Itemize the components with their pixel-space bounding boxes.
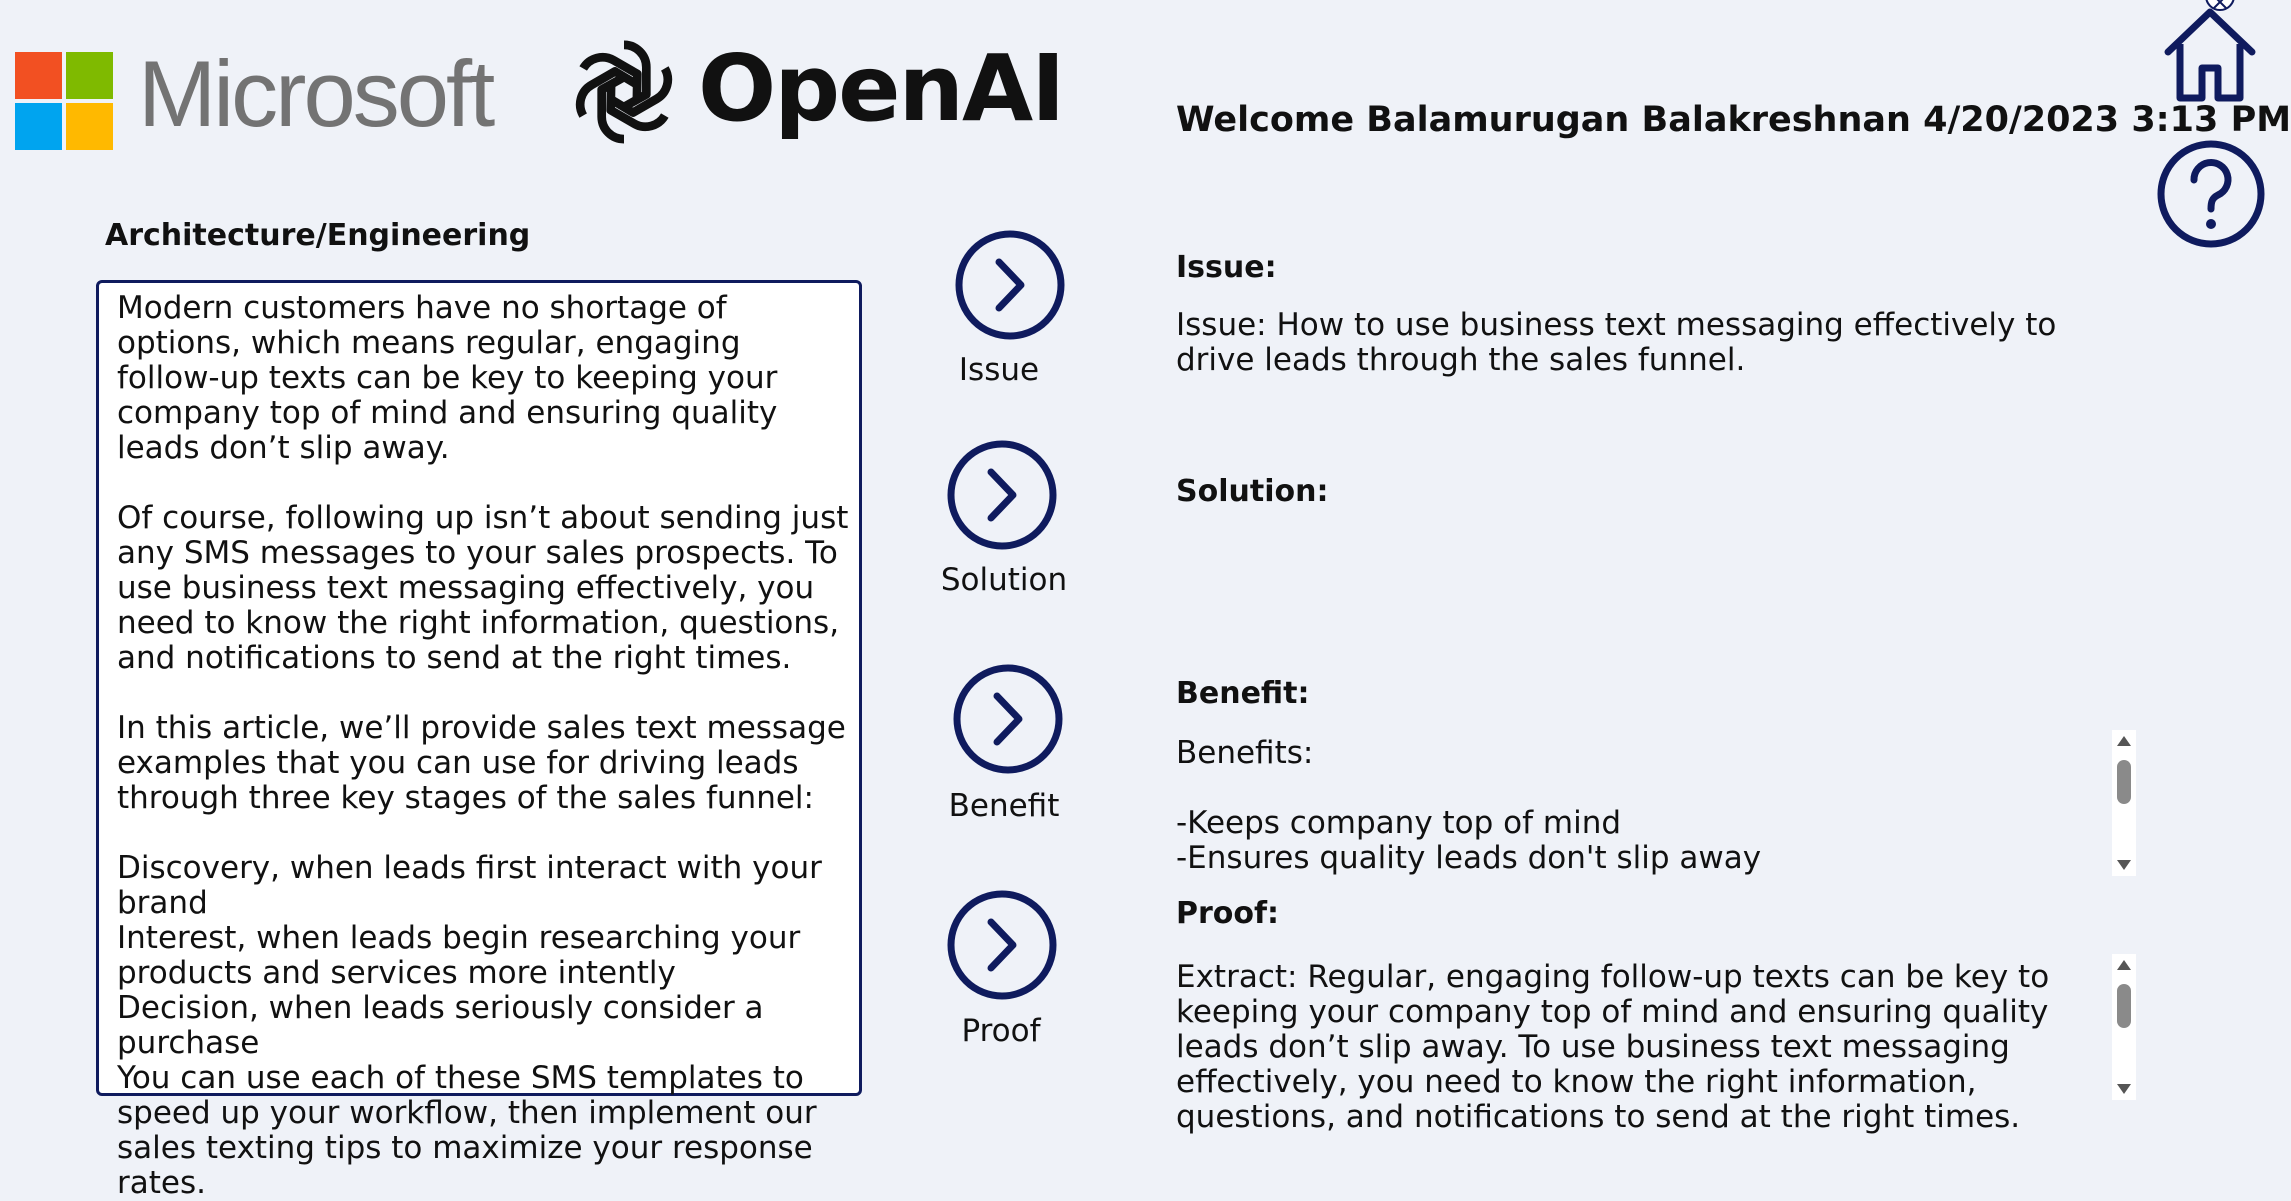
- scroll-down-icon[interactable]: [2117, 1084, 2131, 1094]
- scroll-up-icon[interactable]: [2117, 736, 2131, 746]
- proof-output: Extract: Regular, engaging follow-up tex…: [1176, 959, 2060, 1135]
- issue-title: Issue:: [1176, 250, 1277, 285]
- issue-output: Issue: How to use business text messagin…: [1176, 307, 2067, 378]
- scroll-down-icon[interactable]: [2117, 860, 2131, 870]
- benefit-button[interactable]: [953, 664, 1063, 774]
- scrollbar-thumb[interactable]: [2117, 984, 2131, 1028]
- microsoft-wordmark: Microsoft: [138, 41, 495, 146]
- ms-logo-blue-square: [15, 103, 62, 150]
- close-icon[interactable]: [2200, 0, 2240, 14]
- ms-logo-red-square: [15, 52, 62, 99]
- ms-logo-yellow-square: [66, 103, 113, 150]
- chevron-right-icon: [987, 918, 1017, 972]
- proof-title: Proof:: [1176, 896, 1280, 931]
- openai-wordmark: OpenAI: [698, 35, 1065, 142]
- microsoft-logo: [15, 52, 113, 150]
- chevron-right-icon: [993, 692, 1023, 746]
- home-icon[interactable]: [2160, 0, 2260, 104]
- ms-logo-green-square: [66, 52, 113, 99]
- category-label: Architecture/Engineering: [105, 218, 531, 253]
- scroll-up-icon[interactable]: [2117, 960, 2131, 970]
- benefit-output: Benefits: -Keeps company top of mind -En…: [1176, 735, 1762, 876]
- proof-button[interactable]: [947, 890, 1057, 1000]
- solution-title: Solution:: [1176, 474, 1329, 509]
- help-icon[interactable]: [2156, 138, 2266, 250]
- solution-button[interactable]: [947, 440, 1057, 550]
- article-input[interactable]: Modern customers have no shortage of opt…: [96, 280, 862, 1201]
- chevron-right-icon: [995, 258, 1025, 312]
- benefit-title: Benefit:: [1176, 676, 1310, 711]
- chevron-right-icon: [987, 468, 1017, 522]
- issue-label: Issue: [958, 352, 1040, 388]
- issue-button[interactable]: [955, 230, 1065, 340]
- proof-scrollbar[interactable]: [2112, 954, 2136, 1100]
- scrollbar-thumb[interactable]: [2117, 760, 2131, 804]
- proof-label: Proof: [961, 1013, 1041, 1049]
- solution-label: Solution: [940, 562, 1068, 598]
- openai-logo-icon: [575, 40, 673, 144]
- benefit-scrollbar[interactable]: [2112, 730, 2136, 876]
- benefit-label: Benefit: [948, 788, 1060, 824]
- solution-output: [1176, 530, 2100, 610]
- welcome-message: Welcome Balamurugan Balakreshnan 4/20/20…: [1176, 100, 2291, 140]
